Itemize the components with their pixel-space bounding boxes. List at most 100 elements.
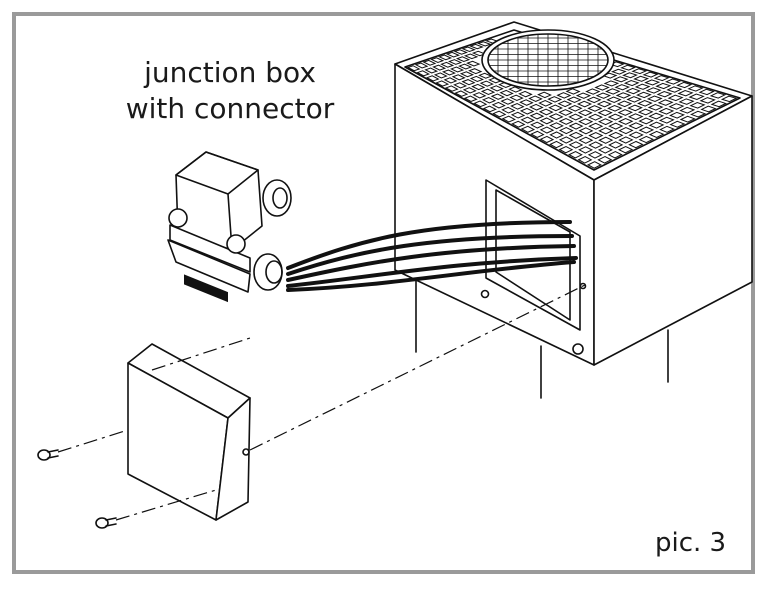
grille-cell xyxy=(548,113,564,121)
grille-cell xyxy=(700,105,717,113)
grille-cell xyxy=(566,96,582,103)
grille-cell xyxy=(433,72,448,79)
grille-cell xyxy=(473,100,488,108)
grille-cell xyxy=(656,90,673,98)
grille-cell xyxy=(575,92,592,99)
grille-cell xyxy=(529,112,545,120)
unit-right-face xyxy=(593,95,753,366)
grille-cell xyxy=(528,95,543,102)
grille-cell xyxy=(425,75,440,82)
grille-cell xyxy=(519,107,535,115)
grille-cell xyxy=(699,97,716,104)
grille-cell xyxy=(406,65,421,72)
grille-cell xyxy=(587,113,603,121)
grille-cell xyxy=(430,57,445,64)
grille-cell xyxy=(618,127,634,135)
grille-cell xyxy=(549,122,564,130)
connector-hood-top xyxy=(175,151,259,195)
grille-cell xyxy=(510,111,526,119)
grille-cell xyxy=(608,131,624,139)
grille-cell xyxy=(539,117,555,125)
grille-cell xyxy=(530,130,545,138)
grille-cell xyxy=(594,84,610,91)
grille-cell xyxy=(499,89,514,97)
grille-cell xyxy=(627,104,643,112)
grille-cell xyxy=(451,74,466,81)
grille-cell xyxy=(568,113,584,121)
grille-cell xyxy=(668,103,685,110)
grille-cell xyxy=(458,63,473,70)
grille-cell xyxy=(529,103,544,111)
grille-cell xyxy=(576,100,593,108)
grille-cell xyxy=(679,106,696,114)
grille-cell xyxy=(455,56,471,63)
grille-cell xyxy=(547,96,563,103)
grille-cell xyxy=(608,122,624,130)
grille-cell xyxy=(608,141,624,149)
grille-cell xyxy=(655,82,672,90)
grille-cell xyxy=(627,113,644,121)
grille-cell xyxy=(667,94,684,102)
grille-cell xyxy=(492,110,507,118)
grille-cell xyxy=(538,108,554,116)
grille-cell xyxy=(438,54,453,61)
grille-cell xyxy=(648,112,665,120)
grille-cell xyxy=(491,101,506,109)
grille-cell xyxy=(634,83,651,90)
grille-cell xyxy=(481,96,497,104)
grille-cell xyxy=(422,59,437,66)
connector-housing xyxy=(169,224,251,273)
screw-lower xyxy=(95,517,117,529)
grille-cell xyxy=(658,107,675,115)
grille-cell xyxy=(628,122,644,130)
grille-cell xyxy=(587,161,602,169)
grille-cell xyxy=(482,105,497,113)
grille-cell xyxy=(631,68,648,75)
grille-cell xyxy=(501,115,516,123)
grille-cell xyxy=(558,136,574,144)
grille-cell xyxy=(568,122,584,130)
figure-label: pic. 3 xyxy=(655,528,727,558)
grille-cell xyxy=(597,146,613,154)
grille-cell xyxy=(463,53,479,60)
grille-cell xyxy=(607,104,623,112)
grille-cell xyxy=(612,76,629,83)
grille-cell xyxy=(669,120,686,128)
grille-cell xyxy=(605,88,621,95)
drain-hole xyxy=(572,343,584,355)
cable-opening xyxy=(485,179,581,331)
grille-cell xyxy=(454,90,469,97)
grille-cell xyxy=(558,109,574,116)
heavy-duty-connector xyxy=(167,151,292,303)
junction-box-side xyxy=(215,397,251,521)
grille-cell xyxy=(469,75,484,83)
grille-cell xyxy=(587,105,603,112)
grille-cell xyxy=(459,71,475,78)
grille-cell xyxy=(611,68,627,75)
grille-cell xyxy=(509,94,524,102)
junction-box xyxy=(127,343,251,521)
grille-cell xyxy=(489,85,504,92)
grille-cell xyxy=(588,141,604,149)
grille-cell xyxy=(664,78,682,85)
grille-cell xyxy=(468,68,483,75)
grille-cell xyxy=(607,151,623,159)
grille-cell xyxy=(500,98,515,105)
grille-cell xyxy=(628,131,644,139)
cable-gland xyxy=(253,253,283,291)
mount-screw-hole-right xyxy=(579,282,587,290)
grille-cell xyxy=(472,92,487,99)
grille-cell xyxy=(445,51,461,58)
grille-cell xyxy=(689,101,706,109)
grille-cell xyxy=(466,60,481,67)
grille-cell xyxy=(597,156,613,164)
grille-cell xyxy=(519,99,534,106)
grille-cell xyxy=(626,96,643,103)
grille-cell xyxy=(669,111,686,119)
grille-cell xyxy=(638,117,654,125)
grille-cell xyxy=(587,151,603,159)
grille-cell xyxy=(463,95,478,103)
junction-box-screw-hole xyxy=(242,448,250,456)
grille-cell xyxy=(648,130,665,138)
machine-unit xyxy=(394,21,753,399)
